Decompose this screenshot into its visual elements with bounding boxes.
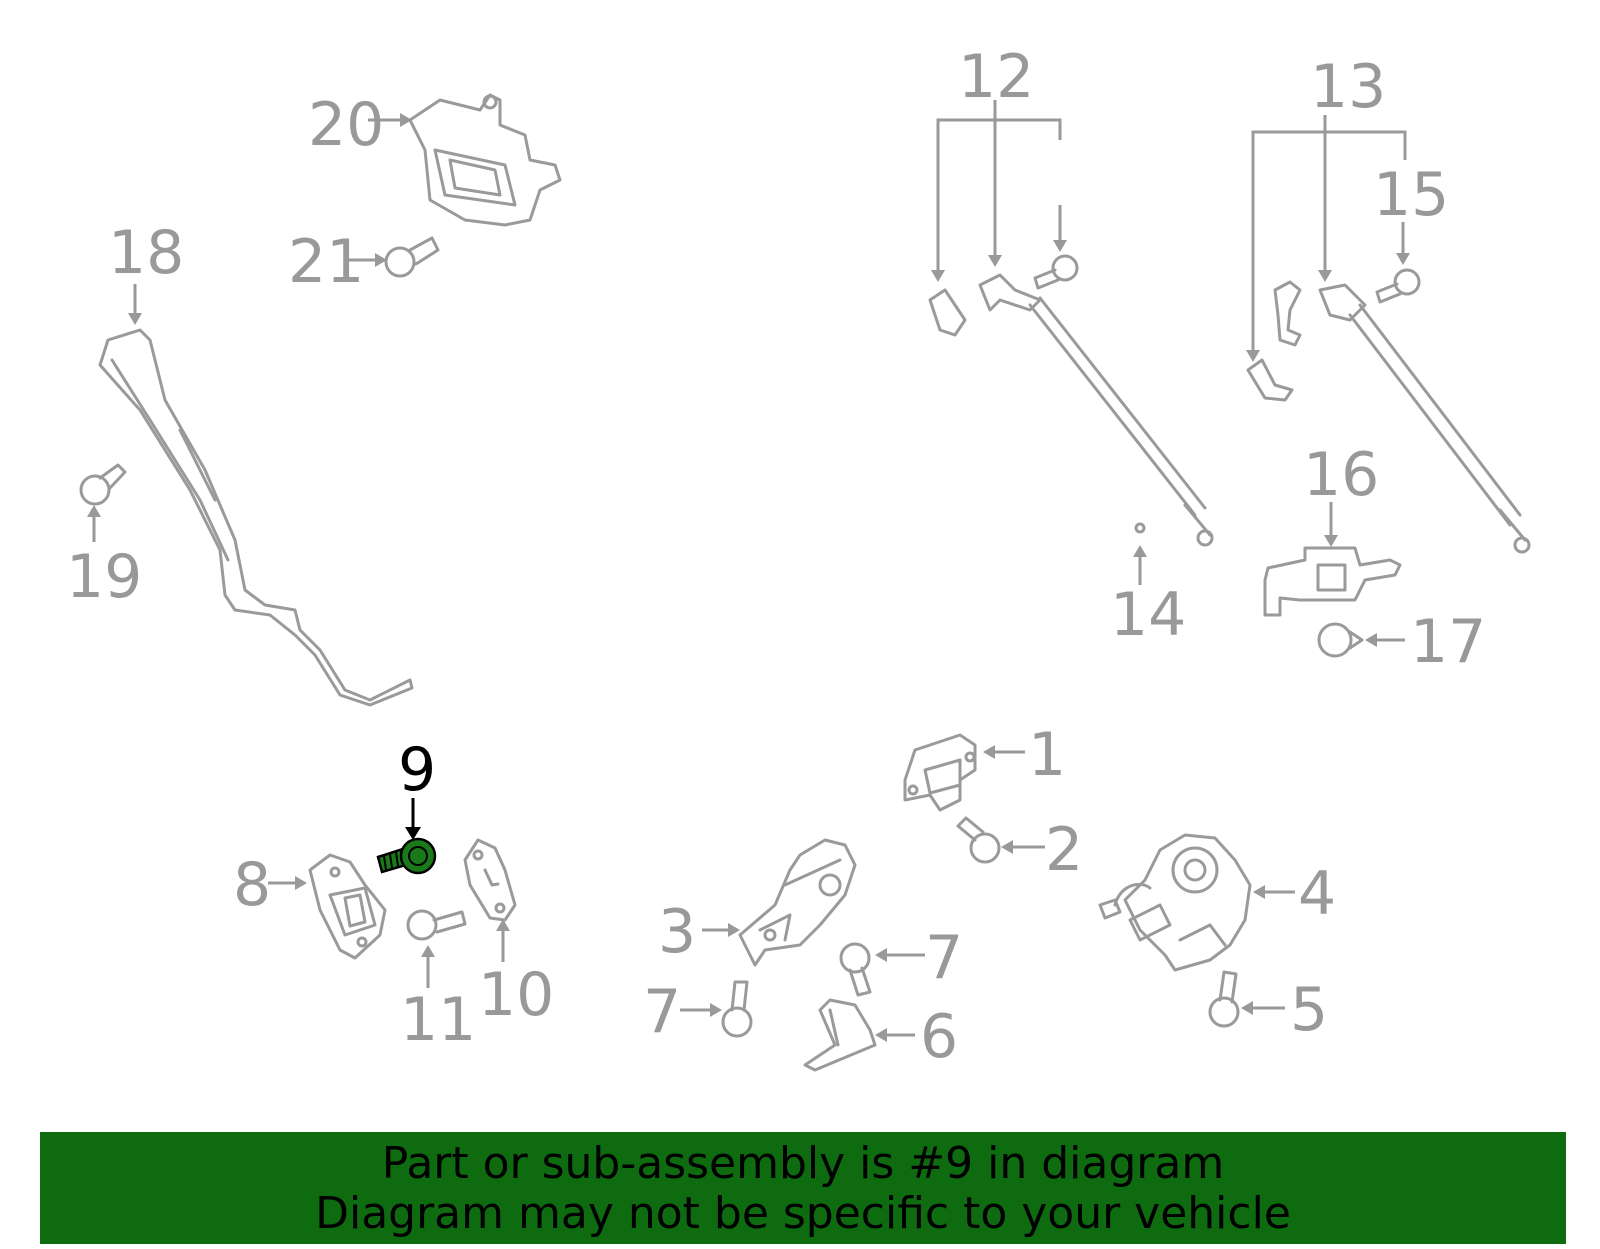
callout-7-left: 7 xyxy=(643,977,681,1047)
callout-19: 19 xyxy=(66,542,142,612)
part-1-striker[interactable] xyxy=(903,733,977,812)
callout-4: 4 xyxy=(1298,859,1336,929)
callout-5: 5 xyxy=(1290,975,1328,1045)
callout-10: 10 xyxy=(478,960,554,1030)
part-14-clip[interactable] xyxy=(1134,522,1146,534)
callout-2: 2 xyxy=(1045,815,1083,885)
part-12-gas-strut-left[interactable] xyxy=(928,273,1214,547)
callout-18: 18 xyxy=(108,218,184,288)
callout-3: 3 xyxy=(658,897,696,967)
callout-14: 14 xyxy=(1110,580,1186,650)
callout-13: 13 xyxy=(1310,52,1386,122)
callout-20: 20 xyxy=(308,90,384,160)
part-17-nut[interactable] xyxy=(1317,622,1364,658)
callout-6: 6 xyxy=(920,1002,958,1072)
part-13-gas-strut-right[interactable] xyxy=(1246,280,1531,554)
callout-7-right: 7 xyxy=(925,923,963,993)
part-9-bolt-highlighted[interactable] xyxy=(376,837,437,875)
callout-11: 11 xyxy=(400,985,476,1055)
part-7-bolt-right[interactable] xyxy=(839,942,872,997)
part-5-bolt[interactable] xyxy=(1208,970,1240,1028)
info-banner: Part or sub-assembly is #9 in diagram Di… xyxy=(40,1132,1566,1244)
part-8-striker[interactable] xyxy=(308,853,387,960)
callout-1: 1 xyxy=(1028,720,1066,790)
callout-17: 17 xyxy=(1410,607,1486,677)
part-15-bolt-left[interactable] xyxy=(1033,254,1079,290)
part-15-bolt-right[interactable] xyxy=(1375,268,1421,304)
callout-15-right: 15 xyxy=(1373,160,1449,230)
callout-9: 9 xyxy=(398,735,436,805)
part-19-clip[interactable] xyxy=(79,463,127,506)
part-21-bolt[interactable] xyxy=(384,236,440,278)
callout-16: 16 xyxy=(1303,440,1379,510)
part-2-bolt[interactable] xyxy=(956,816,1001,864)
part-6-bracket[interactable] xyxy=(803,998,877,1072)
part-4-actuator[interactable] xyxy=(1098,833,1252,972)
part-16-bracket[interactable] xyxy=(1263,546,1402,617)
part-20-bracket[interactable] xyxy=(408,93,562,227)
part-7-bolt-left[interactable] xyxy=(721,980,753,1038)
banner-line-disclaimer: Diagram may not be specific to your vehi… xyxy=(315,1188,1291,1239)
callout-8: 8 xyxy=(233,850,271,920)
part-18-gas-strut-cover[interactable] xyxy=(98,328,414,707)
part-3-latch[interactable] xyxy=(738,838,857,967)
part-11-bolt[interactable] xyxy=(406,909,467,941)
part-10-striker[interactable] xyxy=(463,838,517,922)
callout-21: 21 xyxy=(288,227,364,297)
banner-line-part: Part or sub-assembly is #9 in diagram xyxy=(381,1138,1225,1189)
